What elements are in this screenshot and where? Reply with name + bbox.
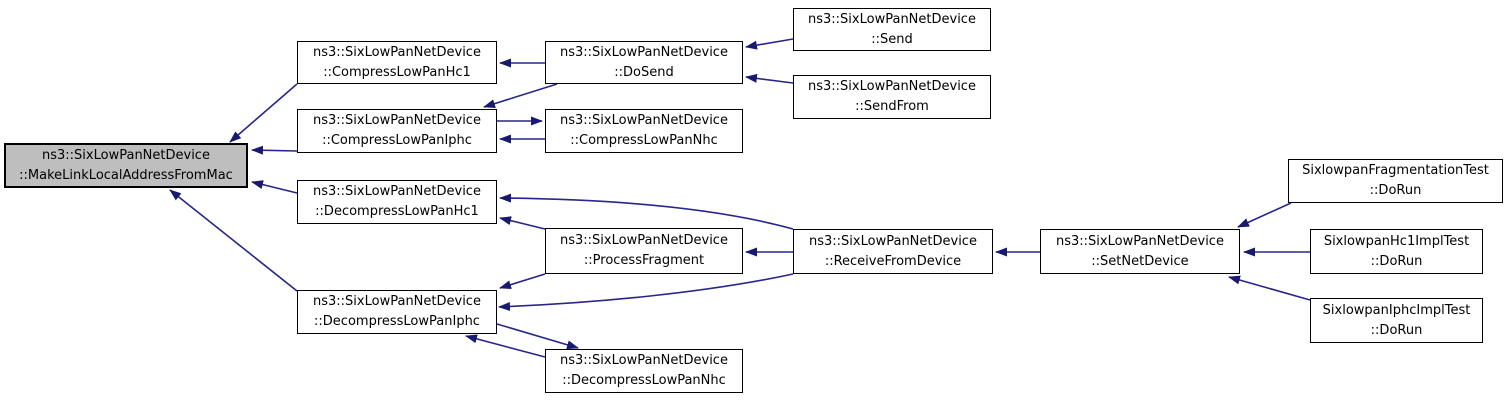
node-label-line: ::DoRun bbox=[1370, 253, 1423, 269]
node-label-line: ::DoRun bbox=[1369, 183, 1422, 198]
node-label-line: ::CompressLowPanHc1 bbox=[323, 64, 471, 80]
node-label-line: ::MakeLinkLocalAddressFromMac bbox=[19, 167, 233, 183]
edge-chc1-to-make bbox=[229, 83, 298, 143]
graph-node-dnhc[interactable]: ns3::SixLowPanNetDevice::DecompressLowPa… bbox=[545, 349, 743, 393]
node-label-line: ::DecompressLowPanNhc bbox=[562, 373, 726, 388]
edge-dosend-to-ciphc bbox=[483, 83, 558, 108]
graph-node-dosend[interactable]: ns3::SixLowPanNetDevice::DoSend bbox=[545, 41, 743, 84]
graph-node-setnet[interactable]: ns3::SixLowPanNetDevice::SetNetDevice bbox=[1040, 229, 1240, 274]
graph-node-send[interactable]: ns3::SixLowPanNetDevice::Send bbox=[793, 8, 991, 51]
node-label-line: ns3::SixLowPanNetDevice bbox=[313, 113, 481, 128]
graph-node-pfrag[interactable]: ns3::SixLowPanNetDevice::ProcessFragment bbox=[545, 228, 743, 274]
graph-node-chc1[interactable]: ns3::SixLowPanNetDevice::CompressLowPanH… bbox=[297, 41, 497, 84]
node-label-line: ns3::SixLowPanNetDevice bbox=[1056, 233, 1224, 249]
edge-ciphc-to-make bbox=[251, 145, 298, 155]
edge-iphctest-to-setnet bbox=[1228, 275, 1311, 301]
node-label-line: ns3::SixLowPanNetDevice bbox=[313, 184, 481, 199]
edge-dnhc-to-diphc bbox=[465, 334, 546, 358]
graph-node-dhc1[interactable]: ns3::SixLowPanNetDevice::DecompressLowPa… bbox=[297, 180, 497, 224]
node-label-line: ns3::SixLowPanNetDevice bbox=[560, 44, 728, 60]
graph-node-diphc[interactable]: ns3::SixLowPanNetDevice::DecompressLowPa… bbox=[297, 290, 497, 334]
node-label-line: ns3::SixLowPanNetDevice bbox=[809, 233, 977, 249]
node-label-line: ::DecompressLowPanIphc bbox=[314, 314, 480, 329]
graph-node-hc1test[interactable]: SixlowpanHc1ImplTest::DoRun bbox=[1310, 229, 1483, 274]
node-label-line: ns3::SixLowPanNetDevice bbox=[42, 147, 210, 163]
node-label-line: ns3::SixLowPanNetDevice bbox=[313, 44, 481, 60]
node-label-line: ::DecompressLowPanHc1 bbox=[315, 204, 479, 219]
graph-node-sendfrom[interactable]: ns3::SixLowPanNetDevice::SendFrom bbox=[793, 75, 991, 119]
graph-node-ciphc[interactable]: ns3::SixLowPanNetDevice::CompressLowPanI… bbox=[297, 109, 497, 153]
edge-sendfrom-to-dosend bbox=[745, 73, 794, 84]
node-label-line: ns3::SixLowPanNetDevice bbox=[313, 294, 481, 309]
node-label-line: ns3::SixLowPanNetDevice bbox=[560, 353, 728, 368]
node-label-line: ns3::SixLowPanNetDevice bbox=[560, 233, 728, 248]
node-label-line: SixlowpanFragmentationTest bbox=[1302, 163, 1489, 178]
node-label-line: SixlowpanIphcImplTest bbox=[1322, 302, 1471, 318]
edge-group bbox=[169, 38, 1311, 358]
node-label-line: SixlowpanHc1ImplTest bbox=[1323, 233, 1470, 249]
node-label-line: ns3::SixLowPanNetDevice bbox=[560, 113, 728, 128]
node-label-line: ::DoRun bbox=[1370, 322, 1423, 338]
edge-pfrag-to-diphc bbox=[499, 273, 546, 290]
node-label-line: ::CompressLowPanNhc bbox=[570, 133, 718, 148]
edge-diphc-to-make bbox=[169, 189, 298, 292]
graph-node-recv[interactable]: ns3::SixLowPanNetDevice::ReceiveFromDevi… bbox=[793, 229, 993, 274]
graph-node-iphctest[interactable]: SixlowpanIphcImplTest::DoRun bbox=[1310, 298, 1483, 343]
graph-node-fragtest[interactable]: SixlowpanFragmentationTest::DoRun bbox=[1288, 159, 1503, 203]
edge-recv-to-diphc bbox=[498, 273, 794, 312]
node-label-line: ::ReceiveFromDevice bbox=[824, 253, 962, 269]
edge-send-to-dosend bbox=[745, 38, 794, 50]
edge-dhc1-to-make bbox=[251, 180, 298, 194]
node-label-line: ::SetNetDevice bbox=[1091, 253, 1189, 269]
node-label-line: ::SendFrom bbox=[855, 99, 929, 114]
graph-node-cnhc[interactable]: ns3::SixLowPanNetDevice::CompressLowPanN… bbox=[545, 109, 743, 153]
node-label-line: ns3::SixLowPanNetDevice bbox=[808, 11, 976, 27]
edge-fragtest-to-setnet bbox=[1237, 202, 1292, 228]
node-label-line: ns3::SixLowPanNetDevice bbox=[808, 79, 976, 94]
node-label-line: ::Send bbox=[871, 31, 913, 47]
node-label-line: ::CompressLowPanIphc bbox=[322, 133, 472, 148]
edge-pfrag-to-dhc1 bbox=[499, 216, 546, 230]
node-label-line: ::DoSend bbox=[614, 64, 674, 80]
edge-recv-to-dhc1 bbox=[499, 193, 794, 230]
node-label-line: ::ProcessFragment bbox=[583, 253, 705, 268]
focus-node-make: ns3::SixLowPanNetDevice::MakeLinkLocalAd… bbox=[4, 143, 248, 188]
edge-diphc-to-dnhc bbox=[496, 323, 579, 350]
